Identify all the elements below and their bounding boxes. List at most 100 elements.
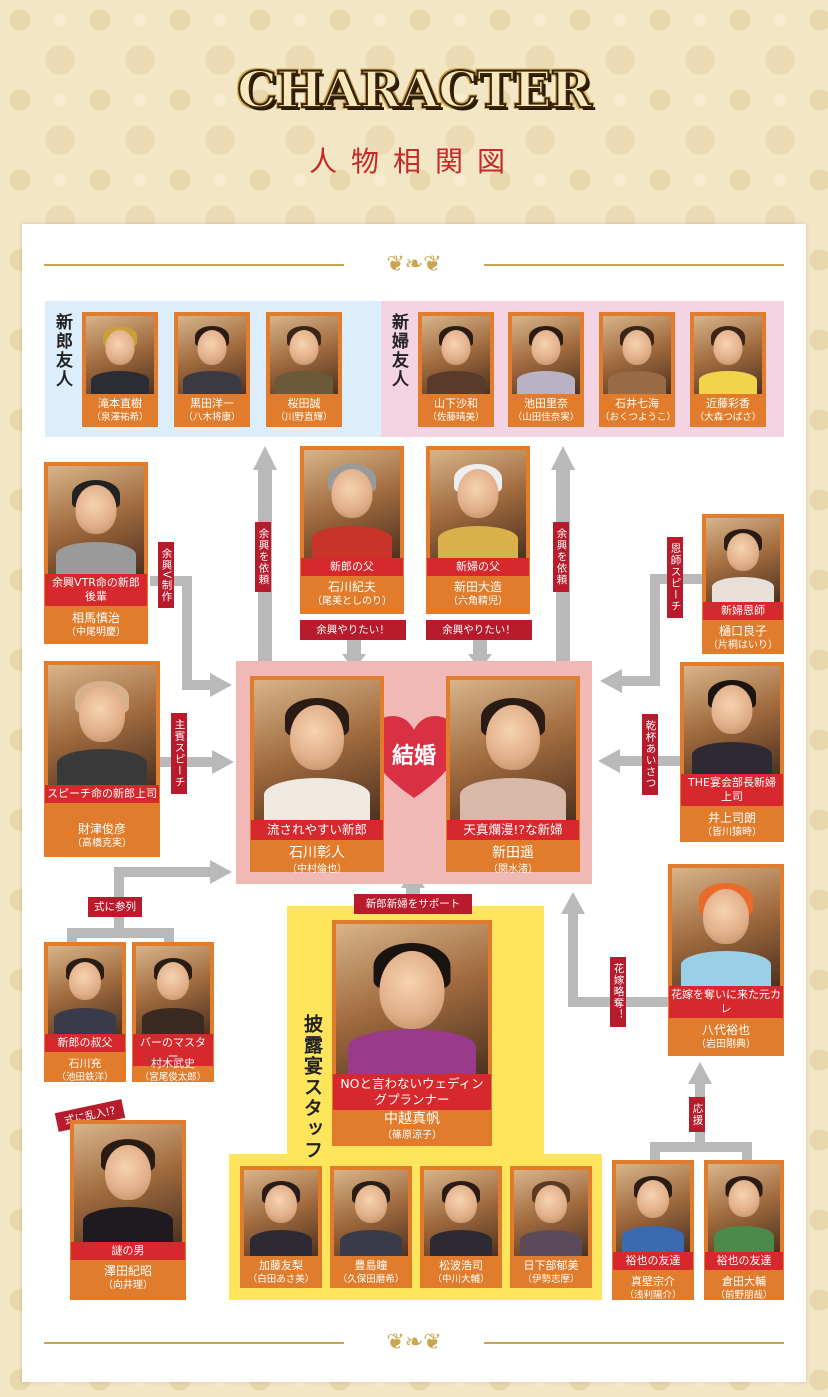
portrait-photo bbox=[136, 946, 210, 1034]
actor-name: （久保田磨希） bbox=[337, 1274, 405, 1285]
character-name: 財津俊彦 bbox=[77, 822, 126, 836]
actor-name: （白田あさ美） bbox=[247, 1274, 315, 1285]
connector-ouen-v1 bbox=[650, 1142, 660, 1160]
portrait-face bbox=[457, 469, 499, 518]
role-label: 天真爛漫!?な新婦 bbox=[447, 820, 579, 840]
character-name: 真壁宗介 bbox=[631, 1275, 675, 1288]
connector-higuchi-v bbox=[650, 574, 660, 686]
actor-name: （高橋克実） bbox=[72, 838, 132, 849]
character-name: 池田里奈 bbox=[524, 397, 568, 410]
portrait-photo bbox=[424, 1170, 498, 1256]
actor-name: （六角精児） bbox=[448, 596, 508, 607]
portrait-body bbox=[691, 742, 773, 774]
character-name: 石井七海 bbox=[615, 397, 659, 410]
character-card: 滝本直樹 （泉澤祐希） bbox=[82, 312, 158, 427]
connector-higuchi-h2 bbox=[618, 676, 660, 686]
character-card: 松波浩司（中川大輔） bbox=[420, 1166, 502, 1288]
character-card: バーのマスター村木武史（宮尾俊太郎） bbox=[132, 942, 214, 1083]
diagram-panel: ❦❧❦ ❦❧❦ 新郎友人 bbox=[22, 224, 806, 1382]
portrait-face bbox=[531, 330, 561, 365]
character-name: 相馬慎治 bbox=[71, 611, 120, 625]
divider-bottom-left bbox=[44, 1342, 344, 1344]
page-subtitle: 人物相関図 bbox=[308, 145, 519, 178]
portrait-photo bbox=[48, 946, 122, 1034]
portrait-photo bbox=[48, 466, 144, 574]
portrait-face bbox=[331, 469, 373, 518]
character-name: 豊島瞳 bbox=[354, 1259, 388, 1272]
arrow-right-icon bbox=[210, 673, 232, 697]
connector-relatives-right bbox=[114, 867, 212, 877]
connector-relatives-h bbox=[67, 928, 174, 938]
portrait-photo bbox=[514, 1170, 588, 1256]
portrait-body bbox=[348, 1029, 476, 1074]
connector-father-bride bbox=[473, 636, 487, 656]
bride-friends-label: 新婦友人 bbox=[388, 313, 408, 389]
portrait-face bbox=[355, 1185, 387, 1223]
portrait-face bbox=[379, 951, 445, 1029]
actor-name: （泉澤祐希） bbox=[91, 412, 149, 423]
character-card: 新婦の父新田大造（六角精児） bbox=[426, 446, 530, 614]
portrait-face bbox=[622, 330, 652, 365]
actor-name: （伊勢志摩） bbox=[522, 1274, 580, 1285]
character-name: 村木武史 bbox=[151, 1057, 195, 1070]
portrait-body bbox=[621, 1226, 685, 1252]
role-label: 謎の男 bbox=[71, 1242, 185, 1260]
role-label: 新郎の叔父 bbox=[45, 1034, 125, 1052]
character-card: 裕也の友達真壁宗介（浅利陽介） bbox=[612, 1160, 694, 1301]
badge-planner: 新郎新婦をサポート bbox=[354, 894, 472, 914]
marriage-label: 結婚 bbox=[391, 744, 436, 769]
portrait-face bbox=[535, 1185, 567, 1223]
heart-icon bbox=[369, 716, 459, 798]
portrait-face bbox=[445, 1185, 477, 1223]
actor-name: （おくつようこ） bbox=[600, 412, 677, 423]
portrait-body bbox=[699, 371, 757, 394]
divider-top-left bbox=[44, 264, 344, 266]
portrait-body bbox=[713, 1226, 775, 1252]
connector-zaitsu bbox=[159, 757, 215, 767]
role-label: THE宴会部長新婦上司 bbox=[681, 774, 783, 806]
character-name: 中越真帆 bbox=[384, 1111, 440, 1127]
arrow-left-icon bbox=[598, 749, 620, 773]
connector-ouen-h bbox=[650, 1142, 752, 1152]
character-card: 流されやすい新郎石川彰人（中村倫也） bbox=[250, 676, 384, 875]
arrow-right-icon bbox=[210, 860, 232, 884]
character-name: 樋口良子 bbox=[718, 624, 767, 638]
portrait-photo bbox=[450, 680, 576, 820]
character-name: 滝本直樹 bbox=[98, 397, 142, 410]
role-label: スピーチ命の新郎上司 bbox=[45, 785, 159, 803]
character-card: 裕也の友達倉田大輔（前野朋哉） bbox=[704, 1160, 784, 1301]
actor-name: （山田佳奈実） bbox=[512, 412, 580, 423]
character-card: 桜田誠（川野直輝） bbox=[266, 312, 342, 427]
portrait-body bbox=[711, 577, 775, 602]
actor-name: （宮尾俊太郎） bbox=[139, 1072, 207, 1083]
character-name: 井上司朗 bbox=[707, 811, 756, 825]
portrait-photo bbox=[254, 680, 380, 820]
arrow-up-icon bbox=[561, 892, 585, 914]
portrait-face bbox=[157, 962, 189, 1000]
character-card: 新郎の叔父石川充 （池田鉄洋） bbox=[44, 942, 126, 1083]
portrait-body bbox=[249, 1230, 313, 1256]
portrait-photo bbox=[304, 450, 400, 558]
character-card: 謎の男澤田紀昭（向井理） bbox=[70, 1120, 186, 1300]
role-label: 裕也の友達 bbox=[705, 1252, 783, 1270]
page-title: CHARACTER bbox=[236, 59, 593, 120]
portrait-photo bbox=[86, 316, 154, 394]
role-label: 新郎の父 bbox=[301, 558, 403, 576]
portrait-face bbox=[728, 1180, 760, 1217]
connector-soma-v bbox=[182, 576, 192, 688]
portrait-photo bbox=[616, 1164, 690, 1252]
character-card: 花嫁を奪いに来た元カレ八代裕也（岩田剛典） bbox=[668, 864, 784, 1056]
portrait-face bbox=[105, 330, 135, 365]
character-name: 山下沙和 bbox=[434, 397, 478, 410]
portrait-photo bbox=[706, 518, 780, 602]
portrait-body bbox=[427, 371, 485, 394]
portrait-body bbox=[429, 1230, 493, 1256]
character-name: 石川彰人 bbox=[289, 845, 345, 861]
character-name: 石川充 bbox=[68, 1057, 102, 1070]
actor-name: （佐藤晴美） bbox=[427, 412, 485, 423]
portrait-body bbox=[517, 371, 575, 394]
portrait-photo bbox=[336, 924, 488, 1074]
arrow-right-icon bbox=[212, 750, 234, 774]
portrait-body bbox=[519, 1230, 583, 1256]
actor-name: （池田鉄洋） bbox=[56, 1072, 114, 1083]
